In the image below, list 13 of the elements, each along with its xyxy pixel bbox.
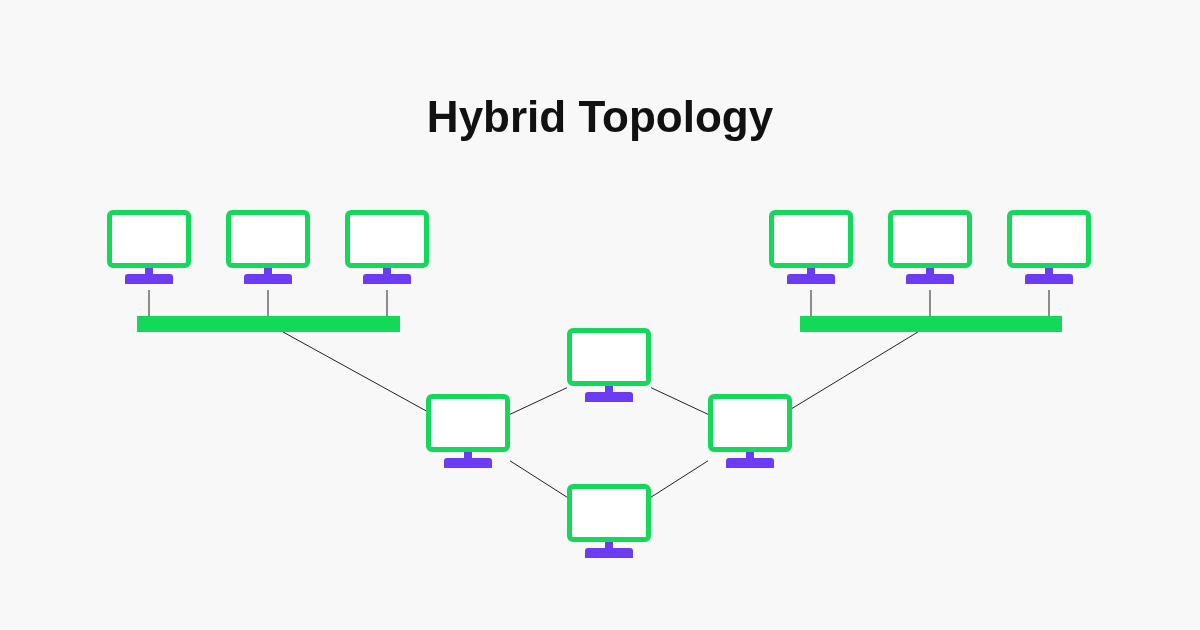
connector-line [148,289,150,317]
connector-line [282,331,427,412]
connector-line [929,289,931,317]
connector-line [650,387,709,415]
connector-line [791,331,919,409]
connector-line [650,460,709,498]
connector-line [509,460,568,498]
connector-line [267,289,269,317]
connector-line [810,289,812,317]
connector-line [509,387,568,415]
title: Hybrid Topology [426,95,774,139]
connector-line [386,289,388,317]
connector-line [1048,289,1050,317]
